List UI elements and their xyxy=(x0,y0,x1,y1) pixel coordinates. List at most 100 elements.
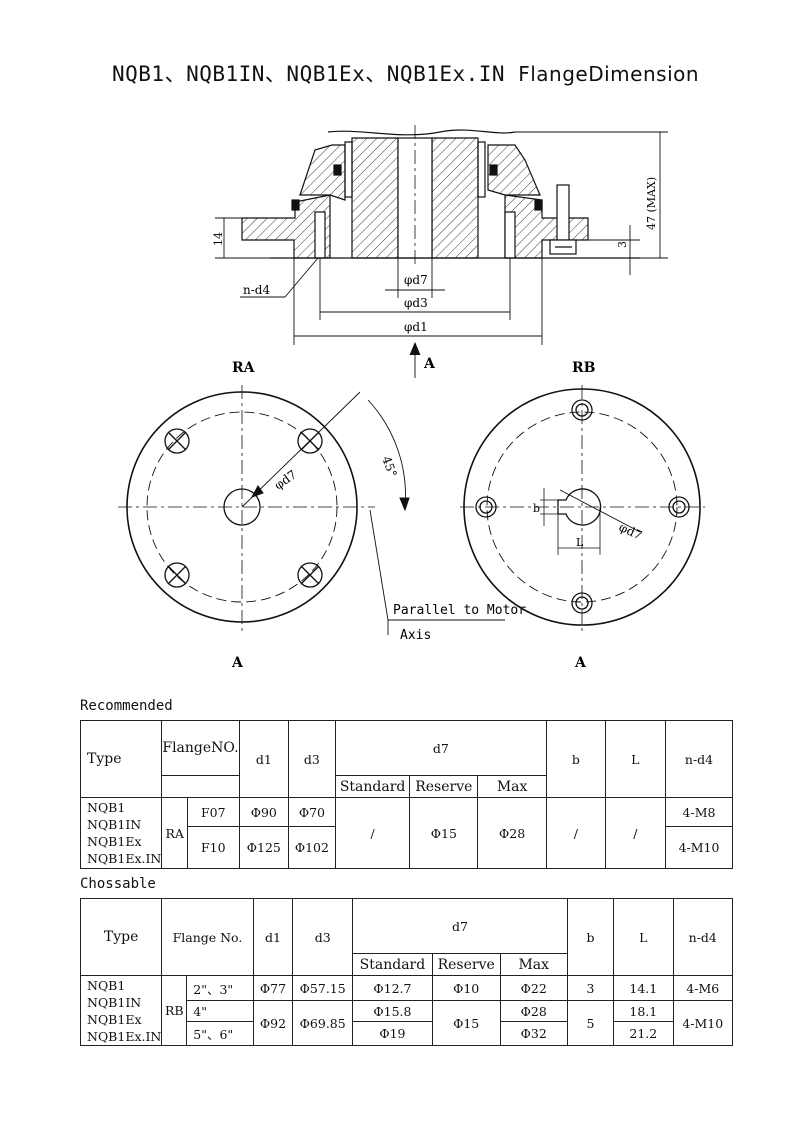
type-item: NQB1 xyxy=(87,977,126,993)
d3-cell: Φ69.85 xyxy=(292,1000,354,1046)
rb-view xyxy=(460,385,705,632)
header-nd4: n-d4 xyxy=(672,898,734,976)
header-d3: d3 xyxy=(292,898,354,976)
type-item: NQB1Ex xyxy=(87,1011,142,1027)
parallel-note-line2: Axis xyxy=(400,628,431,643)
b-cell: 5 xyxy=(566,1000,615,1046)
type-item: NQB1IN xyxy=(87,994,142,1010)
b-cell: / xyxy=(546,797,606,869)
phi-d7-label: φd7 xyxy=(404,273,428,287)
group-ra: RA xyxy=(161,797,189,869)
header-standard: Standard xyxy=(352,953,433,976)
reserve-cell: Φ15 xyxy=(409,797,479,869)
dim-3-label: 3 xyxy=(616,241,629,248)
d3-cell: Φ70 xyxy=(288,797,336,827)
standard-cell: / xyxy=(334,797,411,869)
flange-cell: 4" xyxy=(186,1000,254,1022)
d1-cell: Φ90 xyxy=(238,797,290,827)
header-max: Max xyxy=(477,775,548,798)
group-rb: RB xyxy=(161,975,188,1046)
flange-cell: F07 xyxy=(187,797,240,827)
standard-cell: Φ12.7 xyxy=(352,975,433,1001)
d3-cell: Φ102 xyxy=(288,826,336,869)
type-item: NQB1Ex.IN xyxy=(87,1028,162,1044)
phi-d1-label: φd1 xyxy=(404,320,428,334)
max-cell: Φ32 xyxy=(499,1021,568,1046)
d1-cell: Φ92 xyxy=(252,1000,294,1046)
header-b: b xyxy=(566,898,615,976)
cross-section xyxy=(241,129,640,259)
type-item: NQB1 xyxy=(87,800,126,815)
l-cell: / xyxy=(604,797,667,869)
ra-view xyxy=(118,385,505,635)
header-d7: d7 xyxy=(334,720,548,776)
header-b: b xyxy=(546,720,606,798)
d3-cell: Φ57.15 xyxy=(292,975,354,1001)
type-list: NQB1 NQB1IN NQB1Ex NQB1Ex.IN xyxy=(79,797,163,869)
max-cell: Φ28 xyxy=(499,1000,568,1022)
max-cell: Φ28 xyxy=(477,797,548,869)
header-type: Type xyxy=(79,720,163,798)
header-nd4: n-d4 xyxy=(665,720,733,798)
reserve-cell: Φ15 xyxy=(431,1000,501,1046)
header-d3: d3 xyxy=(288,720,336,798)
rb-label: RB xyxy=(572,360,596,376)
standard-cell: Φ19 xyxy=(352,1021,433,1046)
b-cell: 3 xyxy=(566,975,615,1001)
recommended-label: Recommended xyxy=(80,698,173,714)
type-item: NQB1Ex xyxy=(87,834,142,849)
header-L: L xyxy=(613,898,674,976)
ra-label: RA xyxy=(232,360,256,376)
header-d1: d1 xyxy=(252,898,294,976)
header-type: Type xyxy=(79,898,163,976)
header-d7: d7 xyxy=(352,898,568,954)
flange-cell: 5"、6" xyxy=(186,1021,254,1046)
ra-bottom-label: A xyxy=(231,655,244,671)
max-cell: Φ22 xyxy=(499,975,568,1001)
header-flange: FlangeNO. xyxy=(161,720,240,776)
page-title: NQB1、NQB1IN、NQB1Ex、NQB1Ex.IN FlangeDimen… xyxy=(112,58,699,88)
l-cell: 14.1 xyxy=(613,975,674,1001)
choosable-table: Type Flange No. d1 d3 d7 b L n-d4 Standa… xyxy=(79,898,734,1046)
header-standard: Standard xyxy=(334,775,411,798)
header-reserve: Reserve xyxy=(431,953,501,976)
l-cell: 21.2 xyxy=(613,1021,674,1046)
flange-cell: F10 xyxy=(187,826,240,869)
title-models: NQB1、NQB1IN、NQB1Ex、NQB1Ex.IN xyxy=(112,62,506,86)
view-a-label: A xyxy=(423,356,436,372)
nd4-cell: 4-M6 xyxy=(672,975,734,1001)
choosable-label: Chossable xyxy=(80,876,156,892)
header-flange: Flange No. xyxy=(161,898,254,976)
ra-d7-label: φd7 xyxy=(272,467,299,492)
header-reserve: Reserve xyxy=(409,775,479,798)
nd4-cell: 4-M8 xyxy=(665,797,733,827)
type-item: NQB1IN xyxy=(87,817,142,832)
dim-47-label: 47 (MAX) xyxy=(645,177,658,230)
header-max: Max xyxy=(499,953,568,976)
rb-d7-label: φd7 xyxy=(617,520,644,543)
phi-d3-label: φd3 xyxy=(404,296,428,310)
header-L: L xyxy=(604,720,667,798)
recommended-table: Type FlangeNO. d1 d3 d7 b L n-d4 Standar… xyxy=(79,720,733,869)
flange-cell: 2"、3" xyxy=(186,975,254,1001)
n-d4-label: n-d4 xyxy=(243,283,270,297)
l-cell: 18.1 xyxy=(613,1000,674,1022)
parallel-note-line1: Parallel to Motor xyxy=(393,603,526,618)
header-d1: d1 xyxy=(238,720,290,798)
nd4-cell: 4-M10 xyxy=(672,1000,734,1046)
dim-14-label: 14 xyxy=(212,232,225,246)
reserve-cell: Φ10 xyxy=(431,975,501,1001)
standard-cell: Φ15.8 xyxy=(352,1000,433,1022)
angle-45-label: 45° xyxy=(379,454,399,479)
type-item: NQB1Ex.IN xyxy=(87,851,162,866)
section-dimensions xyxy=(215,131,668,378)
d1-cell: Φ77 xyxy=(252,975,294,1001)
d1-cell: Φ125 xyxy=(238,826,290,869)
title-suffix: FlangeDimension xyxy=(518,62,700,86)
rb-bottom-label: A xyxy=(574,655,587,671)
rb-l-label: L xyxy=(576,536,584,549)
rb-b-label: b xyxy=(533,502,540,515)
type-list: NQB1 NQB1IN NQB1Ex NQB1Ex.IN xyxy=(79,975,163,1046)
flange-drawing: 14 47 (MAX) 3 φd7 φd3 φd1 n-d4 A RA 45° … xyxy=(118,125,705,671)
nd4-cell: 4-M10 xyxy=(665,826,733,869)
